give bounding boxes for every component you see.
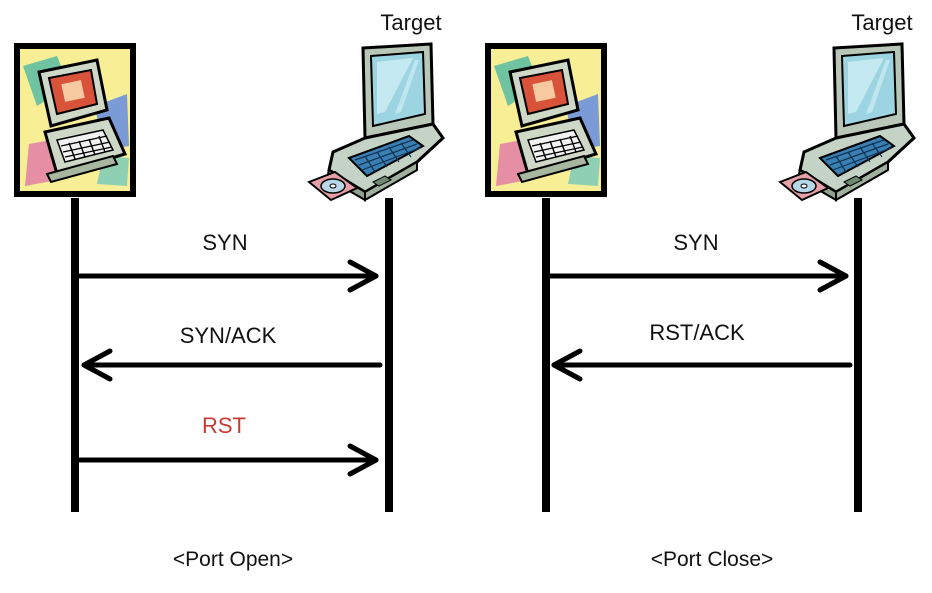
client-computer-icon bbox=[17, 46, 133, 194]
rst-arrow bbox=[77, 443, 379, 477]
target-laptop-icon bbox=[778, 42, 916, 202]
syn-arrow bbox=[77, 259, 379, 293]
rst-ack-arrow bbox=[551, 348, 853, 382]
caption-port-open: <Port Open> bbox=[172, 548, 294, 571]
message-label-syn-ack: SYN/ACK bbox=[179, 323, 277, 348]
target-label: Target bbox=[851, 10, 913, 35]
target-laptop-icon bbox=[307, 42, 445, 202]
target-label: Target bbox=[380, 10, 442, 35]
client-computer-icon bbox=[488, 46, 604, 194]
caption-port-close: <Port Close> bbox=[650, 548, 774, 571]
message-label-rst-ack: RST/ACK bbox=[649, 320, 745, 345]
message-label-syn: SYN bbox=[202, 230, 248, 255]
message-label-rst: RST bbox=[202, 413, 246, 438]
syn-ack-arrow bbox=[81, 348, 383, 382]
message-label-syn: SYN bbox=[673, 230, 719, 255]
syn-arrow bbox=[547, 259, 849, 293]
